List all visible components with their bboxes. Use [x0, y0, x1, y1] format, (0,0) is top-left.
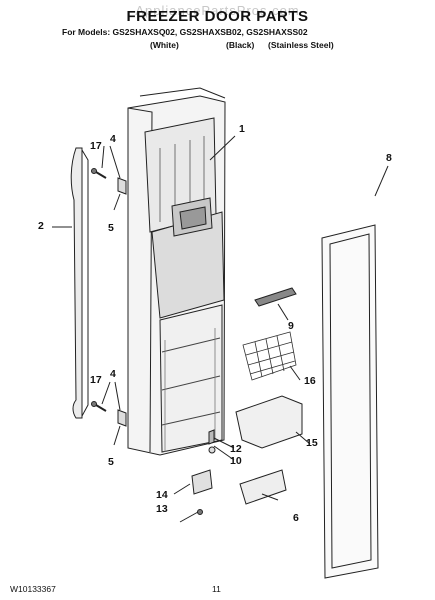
callout-4: 4: [110, 133, 116, 145]
models-line: For Models: GS2SHAXSQ02, GS2SHAXSB02, GS…: [62, 27, 308, 37]
door-bin-upper: [235, 395, 303, 449]
watermark: AppliancePartsPros.com: [135, 3, 300, 18]
screw-set-lower: [91, 401, 127, 427]
callout-1: 1: [239, 123, 245, 135]
wire-basket: [242, 331, 297, 381]
hinge-pin: [208, 429, 215, 445]
callout-17-lower: 17: [90, 374, 102, 386]
callout-13: 13: [156, 503, 168, 515]
callout-5-lower: 5: [108, 456, 114, 468]
callout-10: 10: [230, 455, 242, 467]
callout-4-lower: 4: [110, 368, 116, 380]
callout-12: 12: [230, 443, 242, 455]
hinge-bushing: [208, 446, 216, 454]
doc-number: W10133367: [10, 584, 56, 594]
page-title: FREEZER DOOR PARTS: [126, 8, 309, 25]
door-bin-lower: [239, 469, 287, 505]
variant-white: (White): [150, 40, 179, 50]
screw-set-upper: [91, 168, 127, 195]
variant-black: (Black): [226, 40, 255, 50]
freezer-door-panel: [127, 87, 226, 456]
door-gasket: [321, 224, 379, 579]
page-number: 11: [212, 584, 221, 594]
callout-9: 9: [288, 320, 294, 332]
callout-16: 16: [304, 375, 316, 387]
callout-5: 5: [108, 222, 114, 234]
door-handle: [70, 147, 89, 419]
variant-stainless: (Stainless Steel): [268, 40, 334, 50]
hinge-bracket: [191, 469, 213, 495]
callout-8: 8: [386, 152, 392, 164]
callout-6: 6: [293, 512, 299, 524]
shelf-trim: [254, 287, 297, 307]
callout-17: 17: [90, 140, 102, 152]
hinge-screw: [197, 509, 203, 515]
callout-14: 14: [156, 489, 168, 501]
callout-15: 15: [306, 437, 318, 449]
callout-2: 2: [38, 220, 44, 232]
